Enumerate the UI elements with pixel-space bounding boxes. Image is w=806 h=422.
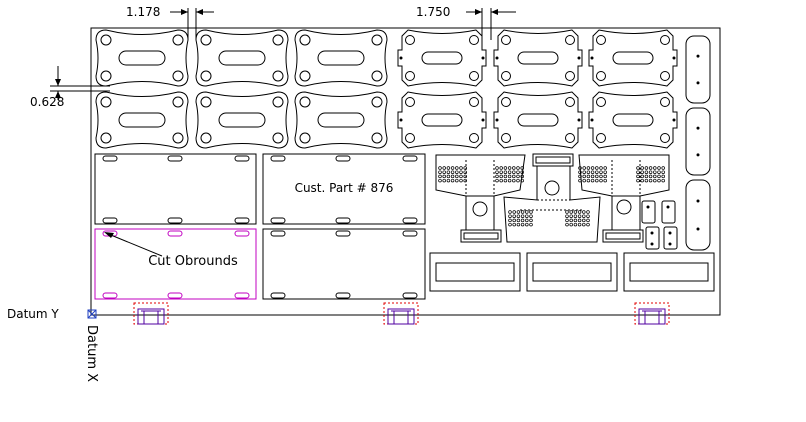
obround-slot (234, 292, 250, 299)
rounded-pad (195, 91, 289, 149)
obround-slot (167, 155, 183, 162)
obround-slot (335, 230, 351, 237)
notched-pad (588, 91, 678, 149)
datum-y-label: Datum Y (7, 307, 59, 321)
obround-slot (102, 292, 118, 299)
callout-leader (105, 232, 163, 257)
fixture-clamp (634, 302, 670, 325)
rounded-pad (95, 91, 189, 149)
dimension-1178-label: 1.178 (126, 5, 160, 19)
obround-slot (335, 292, 351, 299)
rounded-pad (195, 29, 289, 87)
plate-bottom-left-highlighted: Cut Obrounds (94, 228, 257, 300)
rounded-pad (294, 91, 388, 149)
dimension-0628: 0.628 (30, 66, 110, 109)
bracket-parts (435, 153, 678, 250)
datum-x-label: Datum X (84, 325, 99, 382)
sheet-outline (90, 27, 721, 316)
obround-slot (234, 230, 250, 237)
dimension-0628-label: 0.628 (30, 95, 64, 109)
side-strip (685, 107, 711, 176)
notched-pad-parts (397, 29, 678, 149)
side-strip (685, 35, 711, 104)
obround-slot (102, 217, 118, 224)
notched-pad (493, 91, 583, 149)
plate-bottom-right (262, 228, 426, 300)
obround-slot (234, 155, 250, 162)
notched-pad (493, 29, 583, 87)
obround-slot (402, 292, 418, 299)
callout-arrowhead (104, 232, 114, 238)
fixture-clamp (133, 302, 169, 325)
obround-slot (402, 230, 418, 237)
datum-origin-marker (87, 309, 97, 319)
obround-slot (167, 217, 183, 224)
customer-part-label: Cust. Part # 876 (295, 181, 394, 195)
notched-pad (397, 91, 487, 149)
dimension-1750-label: 1.750 (416, 5, 450, 19)
plate-top-left (94, 153, 257, 225)
fixture-clamps (133, 302, 670, 325)
obround-slot (270, 230, 286, 237)
obround-slot (167, 292, 183, 299)
obround-slot (234, 217, 250, 224)
rounded-pad (95, 29, 189, 87)
dimension-1178: 1.178 (126, 5, 214, 40)
obround-slot (270, 217, 286, 224)
obround-slot (270, 292, 286, 299)
cut-obrounds-label: Cut Obrounds (148, 254, 238, 269)
obround-slot (335, 155, 351, 162)
side-strip-parts (685, 35, 711, 251)
obround-slot (402, 155, 418, 162)
notched-pad (588, 29, 678, 87)
side-strip (685, 179, 711, 251)
rounded-pad-parts (95, 29, 388, 149)
rounded-pad (294, 29, 388, 87)
obround-slot (402, 217, 418, 224)
obround-slot (270, 155, 286, 162)
dimension-1750: 1.750 (416, 5, 516, 40)
fixture-clamp (383, 302, 419, 325)
obround-slot (335, 217, 351, 224)
obround-slot (102, 155, 118, 162)
plate-top-right: Cust. Part # 876 (262, 153, 426, 225)
slot-frames (429, 252, 715, 292)
notched-pad (397, 29, 487, 87)
obround-slot (167, 230, 183, 237)
